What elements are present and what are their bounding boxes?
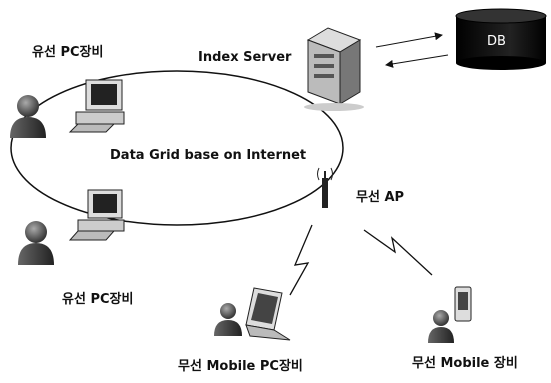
user-figure-icon xyxy=(214,303,242,336)
user-figure-icon xyxy=(10,95,46,138)
label-wired-pc-top: 유선 PC장비 xyxy=(32,45,104,60)
user-figure-icon xyxy=(428,310,454,343)
label-wired-pc-bottom: 유선 PC장비 xyxy=(62,292,134,307)
database-icon xyxy=(455,8,547,70)
label-wireless-mobile-pc: 무선 Mobile PC장비 xyxy=(178,359,303,374)
label-data-grid: Data Grid base on Internet xyxy=(110,148,307,163)
user-figure-icon xyxy=(18,221,54,265)
laptop-icon xyxy=(245,287,291,341)
network-ring xyxy=(10,70,344,226)
antenna-icon xyxy=(317,167,333,208)
server-icon xyxy=(304,27,364,111)
label-db: DB xyxy=(487,34,506,49)
lightning-icon xyxy=(289,224,313,296)
label-wireless-mobile-device: 무선 Mobile 장비 xyxy=(412,356,518,371)
label-wireless-ap: 무선 AP xyxy=(356,190,405,205)
arrow-icon xyxy=(375,32,449,68)
desktop-pc-icon xyxy=(68,189,125,241)
desktop-pc-icon xyxy=(68,79,125,133)
label-index-server: Index Server xyxy=(198,50,292,65)
pda-icon xyxy=(454,286,472,322)
lightning-icon xyxy=(363,229,433,276)
